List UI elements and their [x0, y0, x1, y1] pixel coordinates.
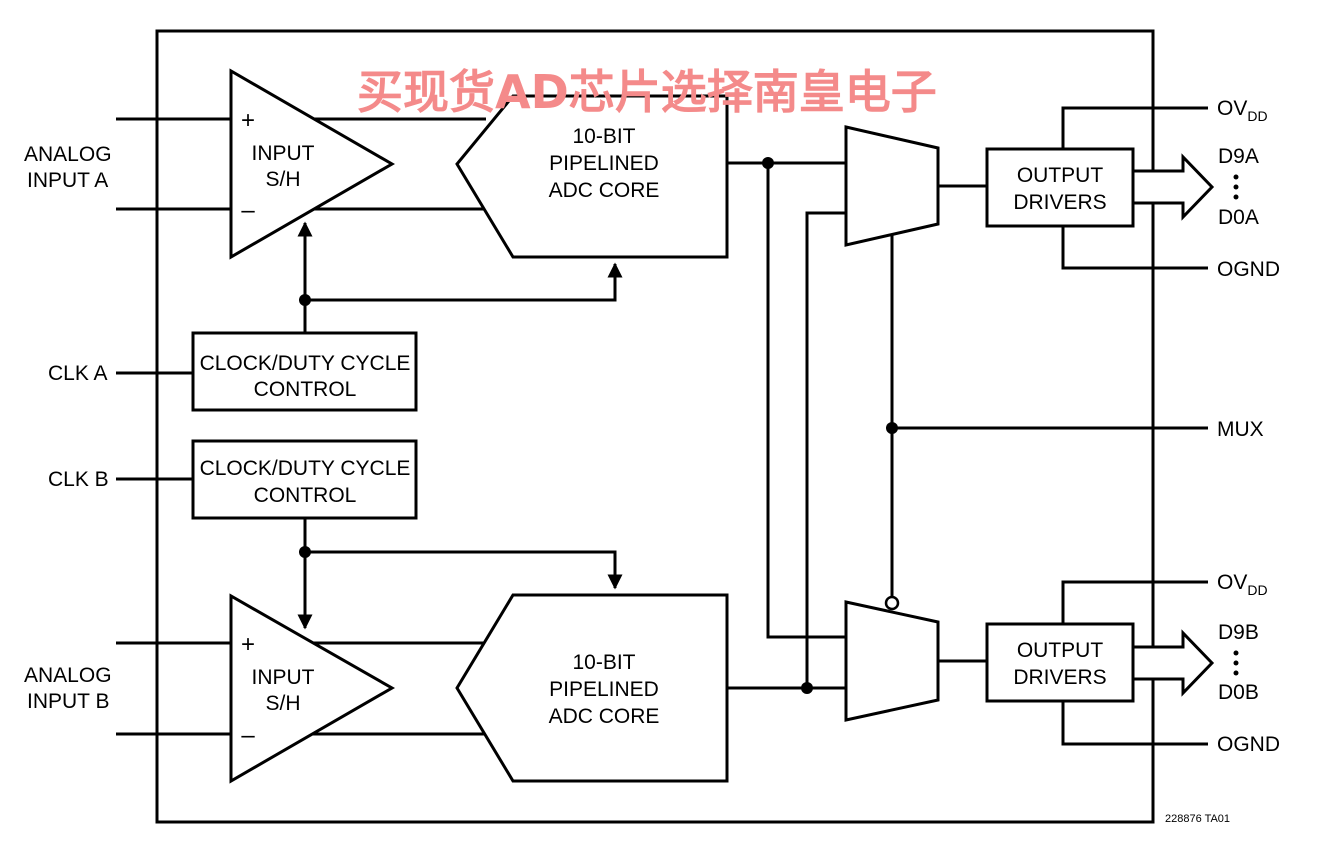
sh-a-plus: +	[241, 107, 255, 134]
adc-b-label-1: 10-BIT	[572, 651, 635, 674]
sh-b-label-2: S/H	[265, 692, 300, 715]
clk-a-label: CLK A	[48, 362, 108, 385]
d0b-label: D0B	[1218, 681, 1259, 704]
analog-input-b-label-1: ANALOG	[24, 664, 112, 687]
bus-arrow-a	[1131, 153, 1215, 221]
adc-a-label-1: 10-BIT	[572, 125, 635, 148]
analog-input-a-label-1: ANALOG	[24, 143, 112, 166]
clock-b-label-1: CLOCK/DUTY CYCLE	[200, 457, 411, 480]
driver-b-label-1: OUTPUT	[1017, 639, 1104, 662]
sh-a-label-2: S/H	[265, 168, 300, 191]
ognd-b-label: OGND	[1217, 733, 1280, 756]
clock-a-label-2: CONTROL	[254, 378, 357, 401]
d9b-label: D9B	[1218, 621, 1259, 644]
adc-b-label-2: PIPELINED	[549, 678, 659, 701]
figure-code: 228876 TA01	[1165, 813, 1230, 825]
analog-input-a-label-2: INPUT A	[27, 169, 108, 192]
sh-amp-a	[229, 68, 395, 260]
adc-a-label-2: PIPELINED	[549, 152, 659, 175]
sh-a-minus: –	[241, 197, 255, 224]
sh-b-minus: –	[241, 722, 255, 749]
sh-a-label-1: INPUT	[252, 142, 315, 165]
driver-b-label-2: DRIVERS	[1013, 666, 1106, 689]
ovdd-b-label: OVDD	[1217, 571, 1268, 598]
mux-invert-bubble	[884, 595, 900, 611]
clk-b-label: CLK B	[48, 468, 109, 491]
driver-a-label-1: OUTPUT	[1017, 164, 1104, 187]
sh-b-label-1: INPUT	[252, 666, 315, 689]
bus-arrow-b	[1131, 629, 1215, 697]
adc-b-label-3: ADC CORE	[549, 705, 660, 728]
mux-a	[844, 125, 940, 247]
adc-a-label-3: ADC CORE	[549, 179, 660, 202]
sh-amp-b	[229, 593, 396, 784]
clock-b-label-2: CONTROL	[254, 484, 357, 507]
adc-core-a	[455, 94, 729, 259]
clock-a-label-1: CLOCK/DUTY CYCLE	[200, 352, 411, 375]
driver-a-label-2: DRIVERS	[1013, 191, 1106, 214]
watermark: 买现货AD芯片选择南皇电子	[357, 65, 937, 119]
adc-core-b	[455, 593, 729, 783]
output-drivers-b	[985, 622, 1135, 703]
analog-input-b-label-2: INPUT B	[27, 690, 109, 713]
sh-b-plus: +	[241, 631, 255, 658]
clock-duty-cycle-b	[191, 439, 418, 520]
d0a-label: D0A	[1218, 206, 1259, 229]
d9a-label: D9A	[1218, 145, 1259, 168]
ognd-a-label: OGND	[1217, 258, 1280, 281]
ovdd-a-label: OVDD	[1217, 97, 1268, 124]
mux-b	[844, 600, 940, 722]
output-drivers-a	[985, 147, 1135, 228]
clock-duty-cycle-a	[191, 331, 418, 412]
mux-label: MUX	[1217, 418, 1264, 441]
